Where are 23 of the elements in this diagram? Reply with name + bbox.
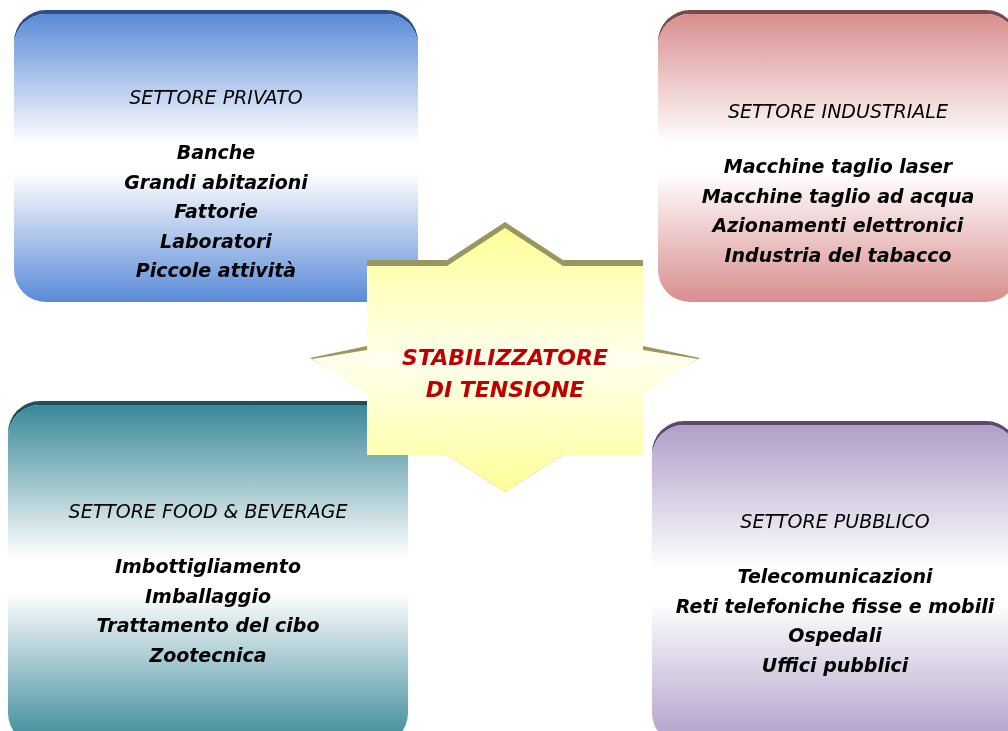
sector-heading: SETTORE INDUSTRIALE (728, 100, 948, 122)
sector-heading: SETTORE FOOD & BEVERAGE (68, 500, 348, 522)
sector-item: Azionamenti elettronici (712, 213, 964, 238)
sector-item: Fattorie (174, 199, 258, 224)
sector-item: Zootecnica (149, 642, 267, 668)
sector-item: Piccole attività (135, 258, 297, 283)
center-title: STABILIZZATORE DI TENSIONE (401, 344, 609, 404)
sector-item: Macchine taglio ad acqua (701, 183, 975, 209)
sector-item: Grandi abitazioni (124, 169, 308, 195)
sector-item: Trattamento del cibo (96, 613, 320, 638)
sector-item: Telecomunicazioni (737, 564, 933, 589)
sector-heading: SETTORE PUBBLICO (740, 510, 930, 532)
sector-heading: SETTORE PRIVATO (129, 86, 303, 108)
sector-item: Imbottigliamento (115, 554, 301, 579)
sector-item: Imballaggio (145, 583, 271, 609)
sector-item: Reti telefoniche fisse e mobili (675, 593, 995, 619)
sector-item: Uffici pubblici (761, 652, 909, 678)
sector-item: Industria del tabacco (724, 242, 952, 268)
sector-item: Ospedali (788, 623, 882, 648)
sector-item: Laboratori (160, 228, 272, 254)
sector-item: Macchine taglio laser (723, 154, 953, 179)
star-shape (310, 222, 700, 492)
sector-item: Banche (176, 140, 256, 165)
